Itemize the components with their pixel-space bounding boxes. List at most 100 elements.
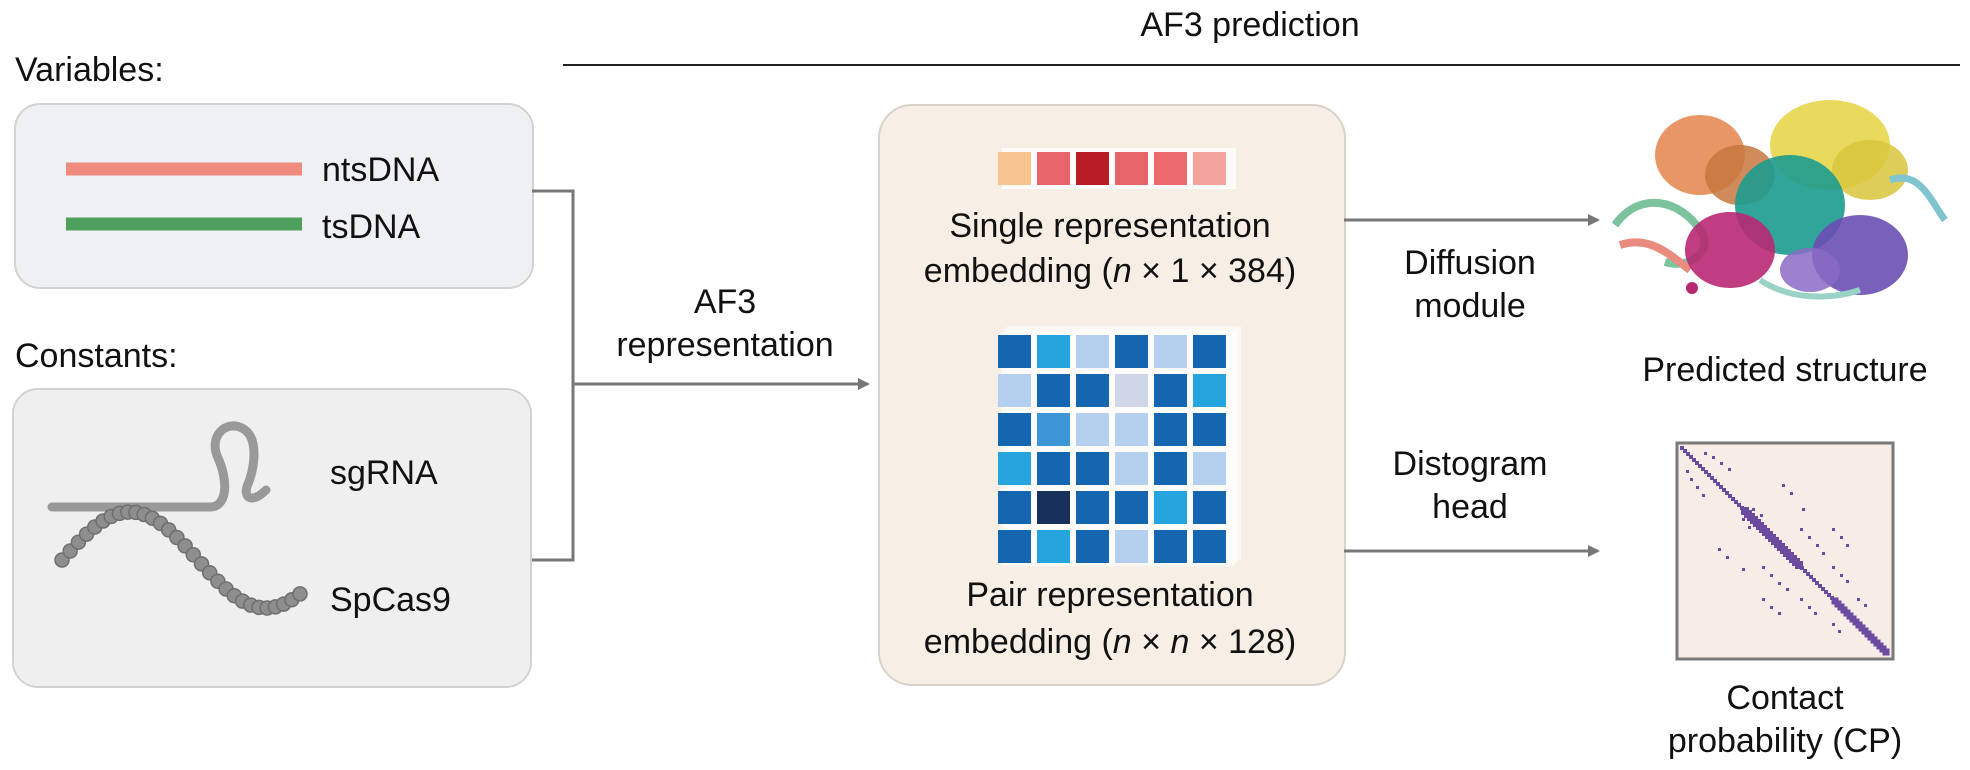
pair-cell xyxy=(1115,335,1148,368)
contact-dot xyxy=(1840,574,1843,577)
contact-dot xyxy=(1713,479,1717,483)
pair-cell xyxy=(1154,413,1187,446)
contact-dot xyxy=(1778,612,1781,615)
contact-dot xyxy=(1686,470,1689,473)
distogram-label-line2: head xyxy=(1432,488,1508,526)
contact-dot xyxy=(1734,500,1738,504)
contact-dot xyxy=(1742,568,1745,571)
pair-cell xyxy=(1115,374,1148,407)
contact-dot xyxy=(1802,508,1805,511)
contact-dot xyxy=(1748,526,1751,529)
contact-dot xyxy=(1689,455,1693,459)
contact-dot xyxy=(1719,485,1723,489)
header-title: AF3 prediction xyxy=(1140,6,1360,44)
pair-cell xyxy=(1193,335,1226,368)
pair-cell xyxy=(1115,530,1148,563)
pair-cell xyxy=(998,413,1031,446)
pair-embedding-label-line1: Pair representation xyxy=(966,576,1254,614)
sgrna-icon xyxy=(47,421,271,512)
single-cell xyxy=(1193,152,1226,185)
contact-dot xyxy=(1809,575,1813,579)
representation-label-line1: AF3 xyxy=(693,283,757,321)
pair-shadow-layer xyxy=(1001,332,1235,566)
pair-cell xyxy=(1076,374,1109,407)
contact-dot xyxy=(1778,582,1781,585)
spcas9-label: SpCas9 xyxy=(330,581,451,619)
contact-label-line2: probability (CP) xyxy=(1667,722,1903,760)
variables-label: Variables: xyxy=(15,51,164,89)
pair-cell xyxy=(998,530,1031,563)
diffusion-label-line1: Diffusion xyxy=(1404,244,1536,282)
pair-cell xyxy=(1115,452,1148,485)
single-cell xyxy=(1037,152,1070,185)
pair-cell xyxy=(998,374,1031,407)
contact-dot xyxy=(1822,552,1825,555)
variables-panel xyxy=(14,103,534,289)
pair-cell xyxy=(1154,530,1187,563)
contact-dot xyxy=(1770,606,1773,609)
contact-dot xyxy=(1790,492,1793,495)
single-representation-embedding xyxy=(998,148,1236,189)
pair-representation-embedding xyxy=(998,326,1241,566)
pair-cell xyxy=(1193,413,1226,446)
contact-dot xyxy=(1800,528,1803,531)
contact-dot xyxy=(1704,452,1707,455)
pair-cell xyxy=(1193,491,1226,524)
pair-cell xyxy=(1076,452,1109,485)
pair-cell xyxy=(1076,335,1109,368)
contact-dot xyxy=(1686,452,1690,456)
predicted-structure-image xyxy=(1611,100,1948,300)
contact-dot xyxy=(1752,508,1755,511)
contact-dot xyxy=(1832,623,1835,626)
contact-label-line1: Contact xyxy=(1726,679,1844,717)
contact-dot xyxy=(1827,593,1831,597)
contact-dot xyxy=(1815,581,1819,585)
contact-dot xyxy=(1737,503,1741,507)
pair-cell xyxy=(1037,452,1070,485)
contact-map-dots xyxy=(1680,446,1890,656)
contact-dot xyxy=(1864,604,1867,607)
contact-dot xyxy=(1770,574,1773,577)
contact-dot xyxy=(1846,544,1849,547)
contact-dot xyxy=(1760,514,1763,517)
ntsdna-label: ntsDNA xyxy=(322,151,440,189)
contact-dot xyxy=(1742,518,1745,521)
chain-bead xyxy=(292,586,308,602)
pair-cell xyxy=(1115,413,1148,446)
pair-embedding-label-line2: embedding (n × n × 128) xyxy=(923,623,1297,661)
pair-cell xyxy=(1037,530,1070,563)
contact-dot xyxy=(1808,536,1811,539)
contact-dot xyxy=(1832,528,1835,531)
pair-cell xyxy=(1037,374,1070,407)
pair-cell xyxy=(1115,491,1148,524)
contact-dot xyxy=(1814,612,1817,615)
contact-dot xyxy=(1683,449,1687,453)
input-bracket xyxy=(532,189,575,562)
contact-dot xyxy=(1720,462,1723,465)
pair-cell xyxy=(1076,491,1109,524)
contact-dot xyxy=(1808,606,1811,609)
pair-cell xyxy=(1154,491,1187,524)
contact-dot xyxy=(1712,456,1715,459)
contact-dot xyxy=(1692,458,1696,462)
contact-dot xyxy=(1725,491,1729,495)
pair-cell xyxy=(1037,335,1070,368)
contact-dot xyxy=(1762,598,1765,601)
contact-dot xyxy=(1710,476,1714,480)
single-cell xyxy=(1154,152,1187,185)
distogram-label-line1: Distogram xyxy=(1392,445,1548,483)
contact-dot xyxy=(1702,494,1705,497)
contact-dot xyxy=(1846,580,1849,583)
sgrna-label: sgRNA xyxy=(330,454,438,492)
pair-cell xyxy=(998,452,1031,485)
contact-dot xyxy=(1782,484,1785,487)
contact-dot xyxy=(1800,598,1803,601)
contact-dot xyxy=(1690,478,1693,481)
contact-dot xyxy=(1838,630,1841,633)
contact-dot xyxy=(1726,556,1729,559)
contact-dot xyxy=(1803,569,1807,573)
contact-dot xyxy=(1716,482,1720,486)
contact-dot xyxy=(1762,566,1765,569)
contact-dot xyxy=(1728,468,1731,471)
